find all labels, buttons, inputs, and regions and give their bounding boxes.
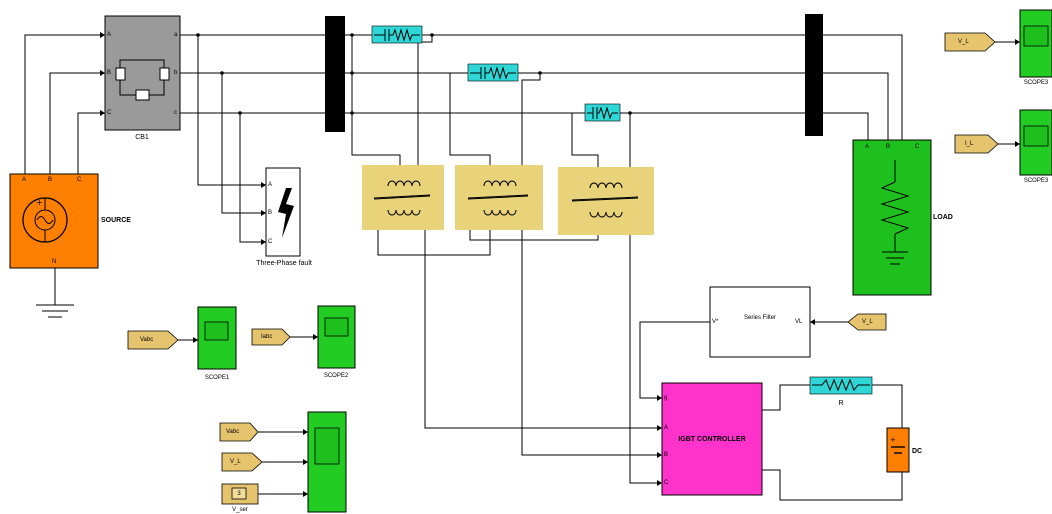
controller-port-a: A [664, 425, 669, 431]
tag-vabc-scope1[interactable] [127, 330, 179, 350]
filter-out-port: VL [795, 319, 803, 325]
scope3-bottom-label: SCOPE3 [1023, 178, 1049, 184]
tag-vl-scope3[interactable] [944, 32, 996, 52]
bus-bar-right[interactable] [805, 14, 823, 136]
breaker-in-a: A [107, 32, 112, 38]
breaker-block[interactable] [104, 15, 181, 131]
breaker-out-b: b [174, 70, 178, 76]
tag-vl-multi[interactable] [221, 452, 263, 472]
multi-scope-block[interactable] [307, 411, 347, 513]
fault-port-b: B [268, 210, 273, 216]
scope2-label: SCOPE2 [323, 373, 349, 379]
tag-vabc-multi-text: Vabc [226, 429, 240, 435]
source-port-a: A [22, 177, 27, 183]
load-port-a: A [865, 144, 870, 150]
breaker-in-b: B [107, 70, 112, 76]
controller-port-g: g [664, 395, 668, 401]
transformer-c[interactable] [558, 167, 654, 235]
load-resistor-icon [880, 160, 910, 265]
tag-vl-scope3-text: V_L [958, 39, 969, 45]
wiring [24, 34, 1020, 501]
resistor-block[interactable] [809, 376, 873, 395]
dc-source-block[interactable]: + [886, 427, 910, 473]
breaker-out-a: a [174, 32, 178, 38]
controller-label: IGBT CONTROLLER [678, 436, 746, 443]
dc-label: DC [912, 448, 923, 455]
breaker-out-c: c [174, 110, 177, 116]
tag-vl-filter[interactable] [847, 313, 887, 331]
tag-il-scope3[interactable] [954, 134, 999, 154]
source-port-b: B [48, 177, 53, 183]
series-capacitor-b[interactable] [467, 63, 519, 82]
scope3-top-block[interactable] [1019, 9, 1052, 78]
filter-block[interactable] [709, 286, 811, 358]
filter-in-port: V* [712, 319, 719, 325]
series-capacitor-c[interactable] [584, 103, 621, 122]
filter-label: Series Filter [743, 315, 776, 321]
scope1-block[interactable] [197, 306, 237, 370]
tag-iabc-scope2-text: Iabc [261, 334, 273, 340]
transformer-a[interactable] [362, 165, 444, 230]
fault-block[interactable] [265, 167, 301, 257]
load-block[interactable] [852, 139, 932, 296]
arrowheads [100, 32, 1020, 497]
series-capacitor-a[interactable] [371, 25, 423, 44]
controller-block[interactable] [661, 382, 763, 496]
scope2-block[interactable] [317, 305, 356, 369]
constant-value: 3 [237, 491, 241, 497]
scope-screen-icon [324, 317, 349, 337]
breaker-in-c: C [107, 110, 112, 116]
svg-text:+: + [36, 198, 43, 207]
breaker-label: CB1 [135, 134, 149, 141]
source-label: SOURCE [101, 217, 131, 224]
resistor-label: R [838, 400, 844, 407]
tag-vabc-multi[interactable] [219, 422, 259, 442]
load-label: LOAD [933, 214, 953, 221]
scope3-top-label: SCOPE3 [1023, 80, 1049, 86]
tag-vl-filter-text: V_L [862, 319, 873, 325]
svg-text:+: + [890, 436, 896, 444]
source-block[interactable]: + [9, 173, 99, 269]
fault-port-c: C [268, 239, 273, 245]
scope-screen-icon [204, 321, 229, 341]
junction-dots [196, 33, 632, 115]
scope1-label: SCOPE1 [204, 375, 230, 381]
tag-iabc-scope2[interactable] [251, 328, 291, 346]
lightning-icon [278, 188, 294, 238]
transformer-b[interactable] [455, 165, 543, 230]
fault-label: Three-Phase fault [256, 260, 312, 267]
controller-port-b: B [664, 452, 669, 458]
ground-icon [36, 304, 74, 318]
source-ground-port: N [52, 259, 57, 265]
scope-screen-icon [1023, 25, 1049, 47]
source-port-c: C [77, 177, 82, 183]
scope3-bottom-block[interactable] [1019, 109, 1052, 176]
load-port-c: C [915, 144, 920, 150]
bus-bar-left[interactable] [325, 16, 345, 132]
controller-port-c: C [664, 480, 669, 486]
fault-port-a: A [268, 182, 273, 188]
tag-vabc-scope1-text: Vabc [140, 337, 154, 343]
scope-screen-icon [314, 427, 340, 465]
tag-vl-multi-text: V_L [230, 459, 241, 465]
constant-label: V_ser [232, 507, 248, 513]
load-port-b: B [886, 144, 891, 150]
scope-screen-icon [1023, 125, 1049, 147]
breaker-switch-icon [115, 59, 170, 101]
tag-il-scope3-text: I_L [965, 141, 974, 147]
